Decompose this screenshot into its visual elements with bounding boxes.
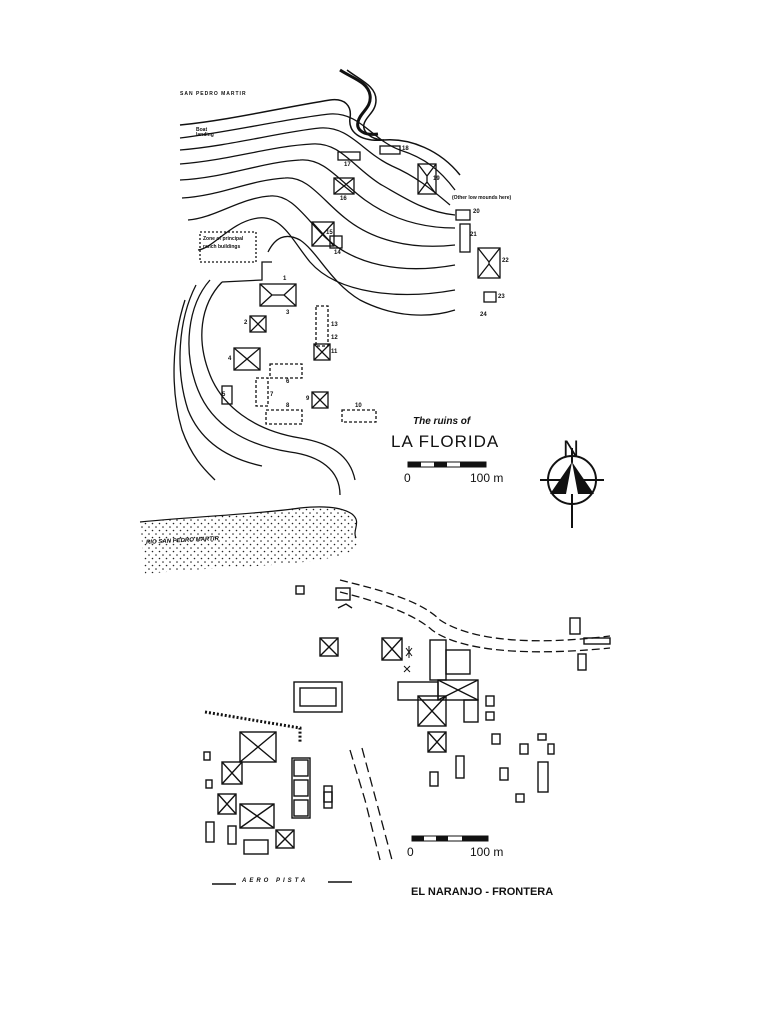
structure-number: 2 xyxy=(244,320,248,326)
structure-number: 16 xyxy=(340,196,347,202)
structure-number: 10 xyxy=(355,403,362,409)
el-naranjo-scale-bar xyxy=(411,835,489,842)
dashed-road xyxy=(204,579,611,861)
airstrip-label: AERO PISTA xyxy=(242,878,309,884)
contour-lines xyxy=(173,113,456,496)
structure-number: 21 xyxy=(470,232,477,238)
map-subtitle: The ruins of xyxy=(413,416,471,427)
site-name-label: EL NARANJO - FRONTERA xyxy=(411,886,554,898)
structure-number: 1 xyxy=(283,276,287,282)
structure-number: 12 xyxy=(331,335,338,341)
structure-number: 19 xyxy=(433,176,440,182)
structure-number: 18 xyxy=(402,146,409,152)
structure-number: 15 xyxy=(326,230,333,236)
north-label: N xyxy=(563,436,579,461)
river-rio-san-pedro-martir xyxy=(139,506,358,574)
scale-zero-label: 0 xyxy=(407,845,414,859)
river-bank xyxy=(179,68,461,176)
structure-number: 13 xyxy=(331,322,338,328)
el-naranjo-structures xyxy=(203,585,611,855)
place-label-san-pedro-martir: SAN PEDRO MARTIR xyxy=(180,91,247,97)
structure-number: 22 xyxy=(502,258,509,264)
structure-number: 24 xyxy=(480,312,487,318)
la-florida-scale-bar xyxy=(407,461,487,468)
structure-number: 5 xyxy=(222,392,226,398)
structure-number: 8 xyxy=(286,403,290,409)
structure-number: 9 xyxy=(306,396,310,402)
north-arrow-icon xyxy=(540,448,604,528)
structure-number: 14 xyxy=(334,250,341,256)
other-mounds-note: (Other low mounds here) xyxy=(452,195,512,201)
map-title: LA FLORIDA xyxy=(391,432,500,451)
scale-end-label: 100 m xyxy=(470,845,504,859)
structure-number: 7 xyxy=(270,392,274,398)
structure-number: 23 xyxy=(498,294,505,300)
scale-end-label: 100 m xyxy=(470,471,504,485)
structure-number: 3 xyxy=(286,310,290,316)
structure-number: 17 xyxy=(344,162,351,168)
structure-number: 4 xyxy=(228,356,232,362)
la-florida-structures xyxy=(199,145,501,425)
scale-zero-label: 0 xyxy=(404,471,411,485)
boat-landing-label: Boat landing xyxy=(196,127,214,138)
zone-note-label: Zone of principal ranch buildings xyxy=(203,236,244,250)
airstrip-lines xyxy=(212,881,352,885)
structure-number: 11 xyxy=(331,349,338,355)
structure-number: 20 xyxy=(473,209,480,215)
structure-number: 6 xyxy=(286,379,290,385)
